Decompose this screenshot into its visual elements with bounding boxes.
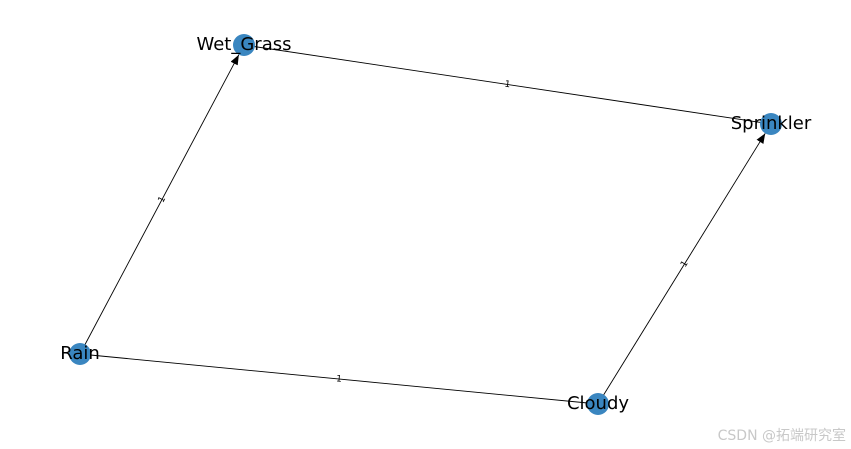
- node-sprinkler: [760, 113, 782, 135]
- edge-rain-cloudy: [79, 353, 599, 405]
- node-rain: [69, 343, 91, 365]
- edge-rain-wet-grass: [79, 54, 240, 355]
- node-label-rain: Rain: [60, 343, 100, 364]
- edge-label-wet-grass-sprinkler: 1: [504, 80, 511, 91]
- node-cloudy: [587, 393, 609, 415]
- edges-layer: [79, 44, 772, 405]
- edge-wet-grass-sprinkler: [243, 44, 772, 125]
- edge-cloudy-sprinkler: [597, 133, 766, 405]
- watermark: CSDN @拓端研究室: [718, 427, 846, 444]
- edge-label-cloudy-sprinkler: 1: [679, 259, 691, 269]
- edge-label-rain-wet-grass: 1: [157, 195, 169, 205]
- node-label-wet-grass: Wet_Grass: [196, 34, 291, 55]
- edge-label-rain-cloudy: 1: [336, 374, 343, 385]
- nodes-layer: [69, 34, 782, 415]
- node-label-cloudy: Cloudy: [567, 393, 629, 414]
- node-label-sprinkler: Sprinkler: [731, 113, 812, 134]
- node-labels-layer: Wet_Grass Sprinkler Rain Cloudy: [60, 34, 812, 414]
- edge-labels-layer: 1 1 1 1: [157, 80, 691, 385]
- node-wet-grass: [233, 34, 255, 56]
